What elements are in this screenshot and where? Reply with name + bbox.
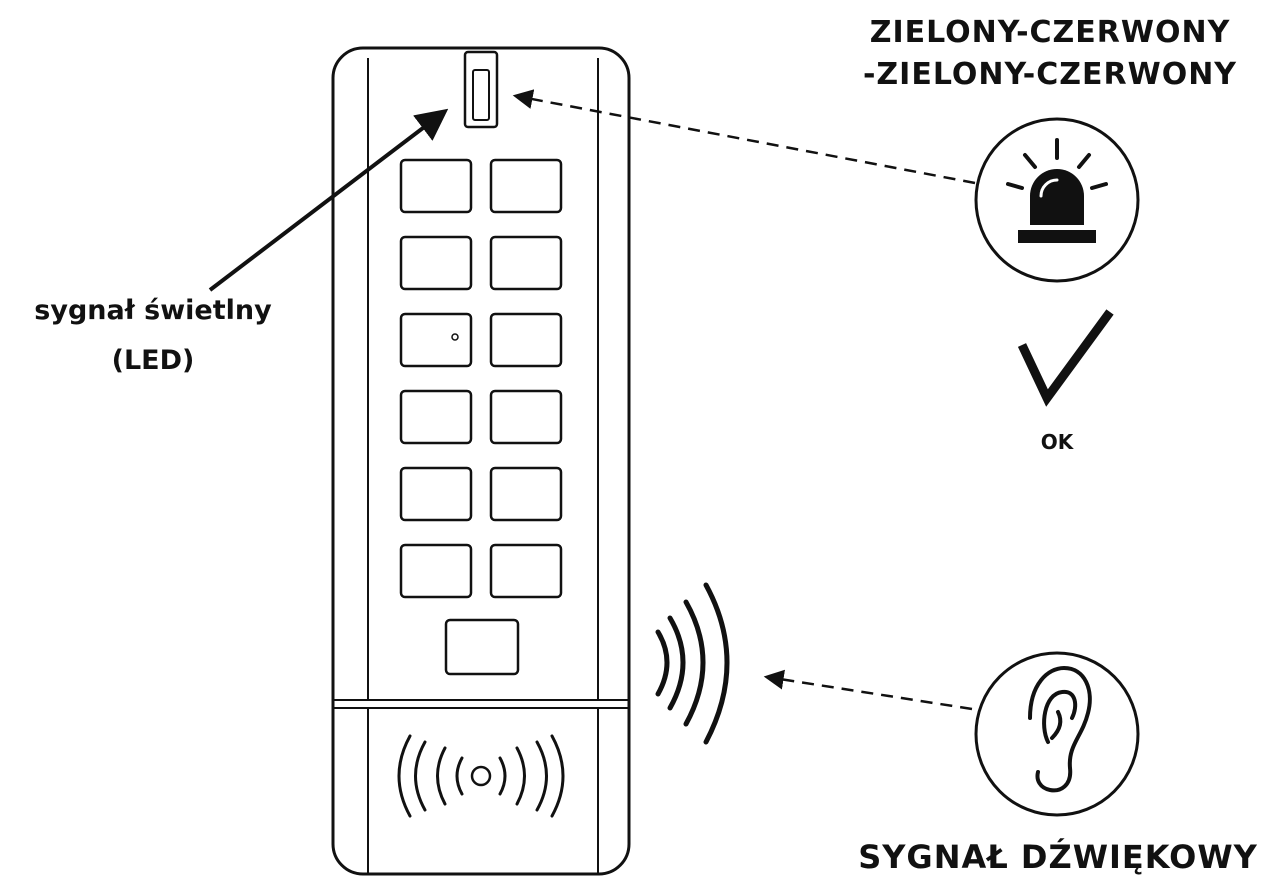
keypad-button-bottom	[444, 618, 520, 676]
keypad-button	[399, 466, 473, 522]
keypad-button	[399, 235, 473, 291]
sequence-label-line1: ZIELONY-CZERWONY	[869, 15, 1231, 50]
led-label-line1: sygnał świetlny	[34, 295, 272, 326]
sound-label: SYGNAŁ DŹWIĘKOWY	[858, 838, 1258, 876]
led-label-line2: (LED)	[111, 345, 195, 376]
led-label: sygnał świetlny (LED)	[8, 286, 298, 386]
keypad-button	[489, 158, 563, 214]
led-indicator	[463, 50, 499, 129]
sequence-label: ZIELONY-CZERWONY -ZIELONY-CZERWONY	[830, 12, 1270, 96]
rfid-waves-icon	[397, 734, 565, 818]
keypad-buttons	[399, 158, 563, 676]
keypad-button	[399, 158, 473, 214]
keypad-button	[489, 389, 563, 445]
keypad-button	[399, 389, 473, 445]
sequence-label-line2: -ZIELONY-CZERWONY	[862, 57, 1238, 92]
keypad-button	[399, 543, 473, 599]
keypad-button	[399, 312, 473, 368]
sound-waves-icon	[655, 582, 730, 745]
keypad-button	[489, 312, 563, 368]
keypad-button	[489, 466, 563, 522]
led-arrow	[208, 108, 449, 292]
siren-arrow	[512, 89, 976, 185]
siren-icon	[974, 117, 1140, 283]
ok-label: OK	[1040, 430, 1074, 454]
button-dot	[451, 333, 459, 341]
keypad-button	[489, 235, 563, 291]
checkmark-icon	[1017, 309, 1114, 407]
keypad-device	[331, 46, 631, 876]
ear-icon	[974, 651, 1140, 817]
keypad-button	[489, 543, 563, 599]
ear-arrow	[763, 669, 973, 711]
